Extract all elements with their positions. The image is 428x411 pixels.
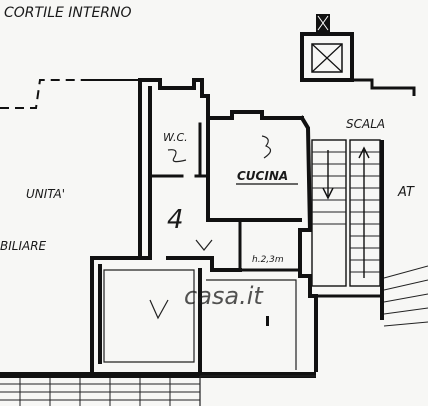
wc-walls: [148, 122, 210, 178]
room-v-mark-2: [195, 239, 213, 251]
unit-left-label: UNITA': [26, 187, 65, 201]
closet-walls: [238, 218, 302, 272]
wc-handmark: [167, 149, 187, 163]
watermark: casa.it: [184, 282, 264, 310]
courtyard-label: CORTILE INTERNO: [4, 5, 132, 21]
lower-right-stair: [316, 265, 428, 327]
right-partial-label: AT: [397, 185, 415, 200]
marker-small: [266, 316, 269, 326]
height-label: h.2,3m: [252, 255, 284, 265]
unit-left-label-2: BILIARE: [0, 239, 47, 253]
elevator-shaft: [300, 14, 416, 96]
bottom-wall-band: [0, 372, 316, 378]
stairs-label: SCALA: [346, 117, 385, 131]
lower-inner-walls: [103, 269, 297, 370]
room-v-mark: [149, 299, 169, 320]
lower-walls: [90, 256, 318, 372]
kitchen-label: CUCINA: [237, 169, 288, 183]
kitchen-handmark: [261, 135, 272, 159]
unit-number: 4: [167, 205, 184, 235]
main-walls: [138, 78, 313, 278]
staircase: [311, 139, 384, 320]
bottom-hatching: [0, 378, 200, 406]
wc-label: W.C.: [163, 131, 188, 144]
dashed-boundary: [0, 79, 140, 109]
bottom-right-wall: [199, 375, 316, 406]
